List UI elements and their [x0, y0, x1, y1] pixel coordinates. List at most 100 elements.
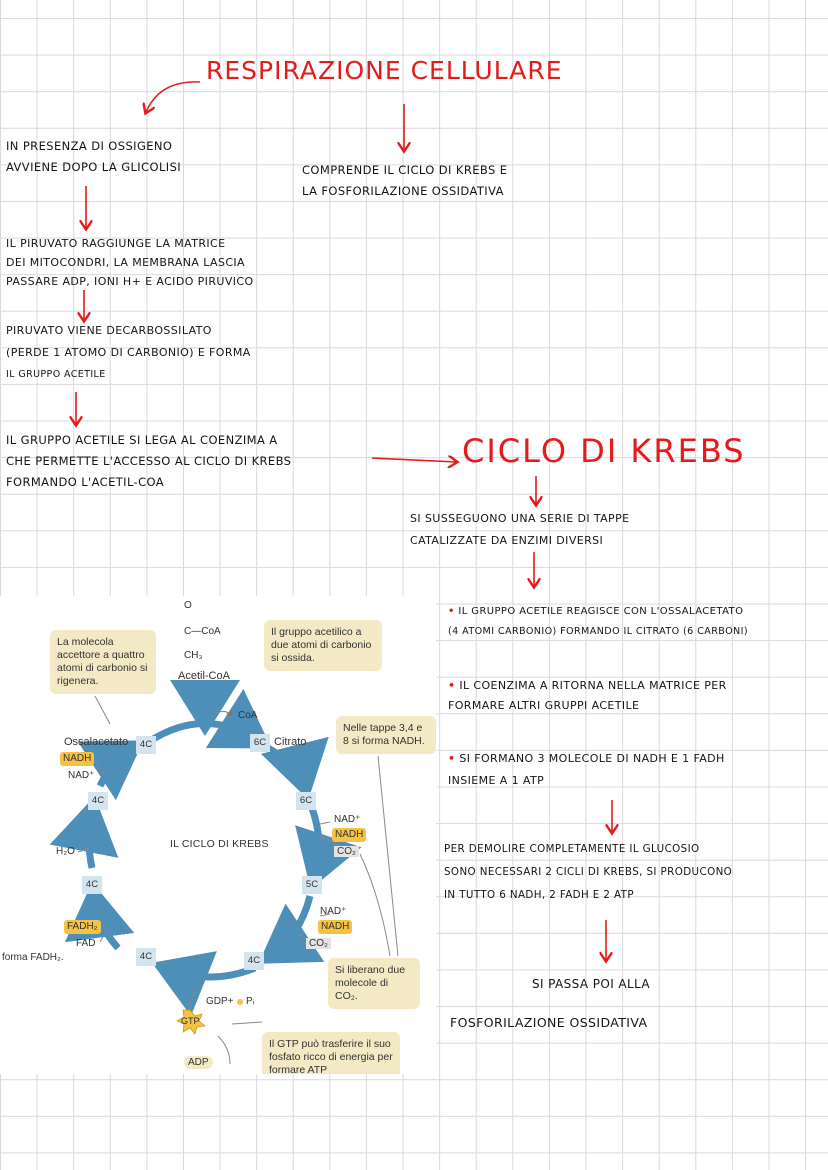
note-line: (PERDE 1 ATOMO DI CARBONIO) E FORMA: [6, 346, 251, 359]
coa-label: CoA: [238, 710, 258, 721]
callout-molecola-accettore: La molecola accettore a quattro atomi di…: [50, 630, 156, 694]
callout-gruppo-acetilico: Il gruppo acetilico a due atomi di carbo…: [264, 620, 382, 671]
forma-fadh-label: forma FADH₂.: [2, 952, 64, 963]
note-line: PASSARE ADP, IONI H+ E ACIDO PIRUVICO: [6, 275, 254, 288]
bullet-dot: •: [448, 752, 456, 765]
cycle-center-title: IL CICLO DI KREBS: [170, 838, 269, 850]
carbon-6c-citrato: 6C: [250, 734, 270, 752]
bullet-coenzima: • IL COENZIMA A RITORNA NELLA MATRICE PE…: [448, 676, 727, 716]
arrow-title-left: [146, 81, 201, 112]
connector-coa: [214, 709, 233, 717]
note-line: IL GRUPPO ACETILE SI LEGA AL COENZIMA A: [6, 433, 278, 447]
note-line: (4 ATOMI CARBONIO) FORMANDO IL CITRATO (…: [448, 626, 748, 637]
bullet-text: IL COENZIMA A RITORNA NELLA MATRICE PER: [459, 679, 727, 692]
connector-fad: [99, 929, 111, 943]
nadh-badge-right-bottom: NADH: [318, 920, 353, 934]
note-line: CATALIZZATE DA ENZIMI DIVERSI: [410, 534, 604, 547]
nad-label-left: NAD⁺: [68, 770, 95, 781]
cycle-arc-right-bottom: [258, 895, 325, 964]
note-line: SONO NECESSARI 2 CICLI DI KREBS, SI PROD…: [444, 866, 733, 878]
fad-label: FAD: [76, 938, 96, 949]
connector-adp: [217, 1035, 231, 1065]
step-decarbossilato: PIRUVATO VIENE DECARBOSSILATO (PERDE 1 A…: [6, 320, 251, 386]
note-line: FORMANDO L'ACETIL-COA: [6, 475, 165, 489]
nadh-badge-right-top: NADH: [332, 828, 367, 842]
gdp-label: GDP+: [206, 996, 234, 1007]
nad-label-right-top: NAD⁺: [334, 814, 361, 825]
page-title: RESPIRAZIONE CELLULARE: [206, 56, 563, 85]
fadh2-badge: FADH₂: [64, 920, 101, 934]
h2o-label: H₂O: [56, 846, 75, 857]
note-line: LA FOSFORILAZIONE OSSIDATIVA: [302, 184, 504, 198]
cycle-drawing: [49, 680, 399, 1065]
krebs-intro: SI SUSSEGUONO UNA SERIE DI TAPPE CATALIZ…: [410, 508, 629, 552]
nadh-badge-left: NADH: [60, 752, 95, 766]
note-line: IN TUTTO 6 NADH, 2 FADH E 2 ATP: [444, 889, 634, 901]
carbon-4c-bottom-right: 4C: [244, 952, 264, 970]
citrato-label: Citrato: [274, 736, 307, 748]
krebs-title: CICLO DI KREBS: [462, 432, 746, 470]
krebs-cycle-figure: O C—CoA CH₃ Acetil-CoA CoA La molecola a…: [0, 596, 436, 1074]
note-line: AVVIENE DOPO LA GLICOLISI: [6, 160, 182, 174]
carbon-4c-left-upper: 4C: [88, 792, 108, 810]
gtp-label: GTP: [181, 1016, 200, 1026]
formula-o: O: [184, 600, 192, 611]
bullet-text: IL GRUPPO ACETILE REAGISCE CON L'OSSALAC…: [458, 606, 744, 617]
note-line: • IL GRUPPO ACETILE REAGISCE CON L'OSSAL…: [448, 602, 748, 622]
note-line: CHE PERMETTE L'ACCESSO AL CICLO DI KREBS: [6, 454, 292, 468]
connector-h2o: [77, 843, 93, 853]
callout-tl-pointer: [94, 695, 111, 725]
co2-label-right-top: CO₂: [334, 846, 359, 857]
connector-nad-top: [319, 821, 331, 825]
note-line: • SI FORMANO 3 MOLECOLE DI NADH E 1 FADH: [448, 748, 725, 770]
cycle-arc-right-top: [260, 736, 329, 800]
carbon-4c-ossalacetato: 4C: [136, 736, 156, 754]
note-line: PIRUVATO VIENE DECARBOSSILATO: [6, 324, 212, 337]
bullet-text: SI FORMANO 3 MOLECOLE DI NADH E 1 FADH: [459, 752, 725, 765]
callout-co2: Si liberano due molecole di CO₂.: [328, 958, 420, 1009]
oxygen-note: IN PRESENZA DI OSSIGENO AVVIENE DOPO LA …: [6, 136, 181, 178]
cycle-arc-top: [148, 688, 272, 749]
carbon-4c-left-lower: 4C: [82, 876, 102, 894]
formula-c-coa: C—CoA: [184, 626, 221, 637]
bullet-nadh: • SI FORMANO 3 MOLECOLE DI NADH E 1 FADH…: [448, 748, 725, 792]
note-line: PER DEMOLIRE COMPLETAMENTE IL GLUCOSIO: [444, 843, 700, 855]
pi-dot: [237, 999, 243, 1005]
callout-br-pointer-2: [359, 853, 391, 957]
callout-tappe-nadh: Nelle tappe 3,4 e 8 si forma NADH.: [336, 716, 436, 754]
formula-ch3: CH₃: [184, 650, 203, 661]
connector-nadh-left: [93, 761, 105, 775]
note-line: IN PRESENZA DI OSSIGENO: [6, 139, 173, 153]
acetil-coa-label: Acetil-CoA: [178, 670, 230, 682]
arrow-to-krebs: [371, 458, 456, 462]
step-coenzima: IL GRUPPO ACETILE SI LEGA AL COENZIMA A …: [6, 430, 291, 493]
bullet-dot: •: [448, 606, 455, 617]
adp-label: ADP: [184, 1056, 213, 1069]
callout-gtp: Il GTP può trasferire il suo fosfato ric…: [262, 1032, 400, 1074]
comprende-note: COMPRENDE IL CICLO DI KREBS E LA FOSFORI…: [302, 160, 507, 202]
note-line: • IL COENZIMA A RITORNA NELLA MATRICE PE…: [448, 676, 727, 696]
cycle-arc-left: [49, 796, 119, 869]
cycle-arc-left-bottom: [64, 882, 135, 951]
cycle-arc-bottom: [151, 951, 257, 1017]
step-piruvato-matrice: IL PIRUVATO RAGGIUNGE LA MATRICE DEI MIT…: [6, 234, 254, 291]
next-step-line2: FOSFORILAZIONE OSSIDATIVA: [450, 1015, 648, 1030]
note-line: COMPRENDE IL CICLO DI KREBS E: [302, 163, 508, 177]
cycle-arc-left-top: [77, 740, 144, 801]
note-line: INSIEME A 1 ATP: [448, 774, 545, 787]
gtp-star: [176, 1009, 206, 1035]
next-step-line1: SI PASSA POI ALLA: [532, 977, 651, 991]
bullet-dot: •: [448, 679, 456, 692]
carbon-5c-right: 5C: [302, 876, 322, 894]
nad-label-right-bottom: NAD⁺: [320, 906, 347, 917]
callout-br-pointer: [377, 755, 399, 957]
note-line: SI SUSSEGUONO UNA SERIE DI TAPPE: [410, 512, 630, 525]
callout-bottom-pointer: [231, 1021, 263, 1025]
note-line: FORMARE ALTRI GRUPPI ACETILE: [448, 699, 640, 712]
note-line: IL PIRUVATO RAGGIUNGE LA MATRICE: [6, 237, 226, 250]
connector-nad-bottom: [319, 913, 331, 917]
co2-label-right-bottom: CO₂: [306, 938, 331, 949]
note-line: IL GRUPPO ACETILE: [6, 369, 106, 380]
note-line: DEI MITOCONDRI, LA MEMBRANA LASCIA: [6, 256, 245, 269]
cycle-arc-right: [295, 806, 362, 890]
